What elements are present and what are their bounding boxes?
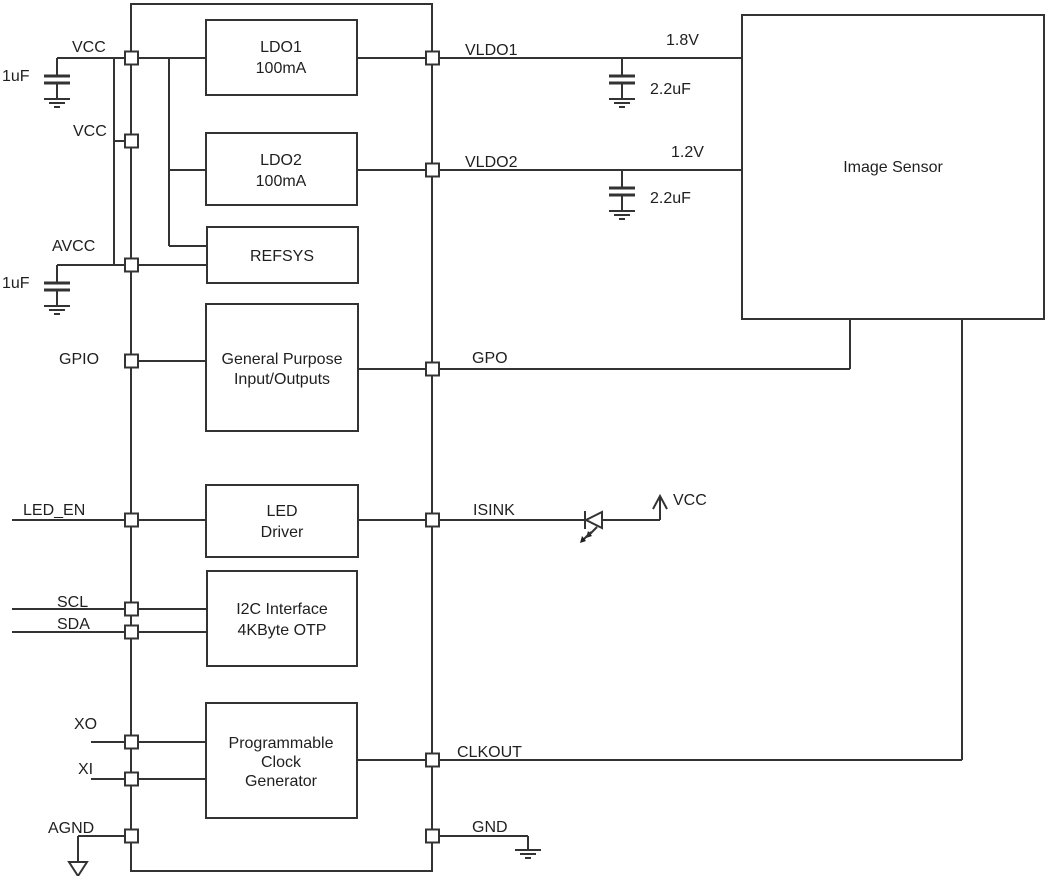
pin-vcc2	[124, 133, 139, 149]
block-image-sensor	[741, 14, 1045, 320]
pin-label-vldo2: VLDO2	[465, 154, 518, 171]
pin-gnd	[425, 828, 440, 844]
pin-gpio	[124, 353, 139, 369]
block-label-ldo2-2: 100mA	[256, 173, 307, 190]
pin-label-xi: XI	[78, 761, 93, 778]
pin-label-led-en: LED_EN	[23, 502, 85, 519]
pin-label-scl: SCL	[57, 594, 88, 611]
ground-icon-gnd	[514, 835, 542, 859]
block-i2c	[206, 570, 358, 667]
vcc-arrow-icon	[652, 493, 668, 510]
block-label-clk-2: Clock	[261, 754, 302, 771]
block-label-clk-3: Generator	[245, 773, 318, 790]
pin-vcc1	[124, 50, 139, 66]
pin-xo	[124, 734, 139, 750]
block-label-gpio-2: Input/Outputs	[234, 371, 330, 388]
pin-xi	[124, 771, 139, 787]
block-label-refsys: REFSYS	[250, 248, 314, 265]
pin-label-vcc1: VCC	[72, 39, 106, 56]
block-label-ldo2-1: LDO2	[260, 152, 302, 169]
capacitor-icon-c4	[607, 168, 637, 221]
wires-external-left	[12, 57, 125, 862]
cap-value-c1: 1uF	[2, 68, 30, 85]
pin-label-agnd: AGND	[48, 820, 94, 837]
pin-label-gnd: GND	[472, 819, 508, 836]
pin-label-avcc: AVCC	[52, 238, 95, 255]
block-label-ldo1-2: 100mA	[256, 60, 307, 77]
pin-label-gpo: GPO	[472, 350, 508, 367]
block-label-gpio-1: General Purpose	[222, 351, 343, 368]
cap-value-c4: 2.2uF	[650, 190, 691, 207]
pin-label-isink: ISINK	[473, 502, 515, 519]
pin-agnd	[124, 828, 139, 844]
pin-clkout	[425, 752, 440, 768]
wires-external-right	[439, 57, 963, 837]
rail-label-1v8: 1.8V	[666, 32, 699, 49]
led-icon	[580, 510, 603, 543]
pin-vldo1	[425, 50, 440, 66]
pin-label-vcc2: VCC	[73, 123, 107, 140]
block-label-led-1: LED	[266, 503, 297, 520]
capacitor-icon-c1	[42, 56, 72, 109]
cap-value-c2: 1uF	[2, 275, 30, 292]
cap-value-c3: 2.2uF	[650, 81, 691, 98]
wires-internal	[131, 57, 426, 780]
block-led-driver	[205, 484, 359, 558]
pin-label-xo: XO	[74, 716, 97, 733]
pin-vldo2	[425, 162, 440, 178]
block-label-ldo1-1: LDO1	[260, 39, 302, 56]
pin-isink	[425, 512, 440, 528]
rail-label-led-vcc: VCC	[673, 492, 707, 509]
block-label-clk-1: Programmable	[229, 735, 334, 752]
pin-label-clkout: CLKOUT	[457, 744, 522, 761]
block-ldo2	[205, 132, 358, 206]
block-refsys	[206, 226, 359, 284]
pin-label-sda: SDA	[57, 616, 90, 633]
pin-sda	[124, 624, 139, 640]
block-gpio	[205, 303, 359, 432]
capacitor-icon-c3	[607, 56, 637, 109]
block-clock-generator	[205, 702, 358, 819]
block-label-i2c-1: I2C Interface	[236, 601, 328, 618]
block-ldo1	[205, 19, 358, 96]
block-label-i2c-2: 4KByte OTP	[238, 622, 327, 639]
agnd-arrow-icon	[67, 861, 89, 876]
rail-label-1v2: 1.2V	[671, 144, 704, 161]
pin-gpo	[425, 361, 440, 377]
pin-label-vldo1: VLDO1	[465, 42, 518, 59]
pin-scl	[124, 601, 139, 617]
pin-avcc	[124, 257, 139, 273]
pin-label-gpio: GPIO	[59, 351, 99, 368]
capacitor-icon-c2	[42, 263, 72, 316]
block-label-led-2: Driver	[261, 524, 304, 541]
block-label-image-sensor: Image Sensor	[843, 159, 943, 176]
pin-led-en	[124, 512, 139, 528]
